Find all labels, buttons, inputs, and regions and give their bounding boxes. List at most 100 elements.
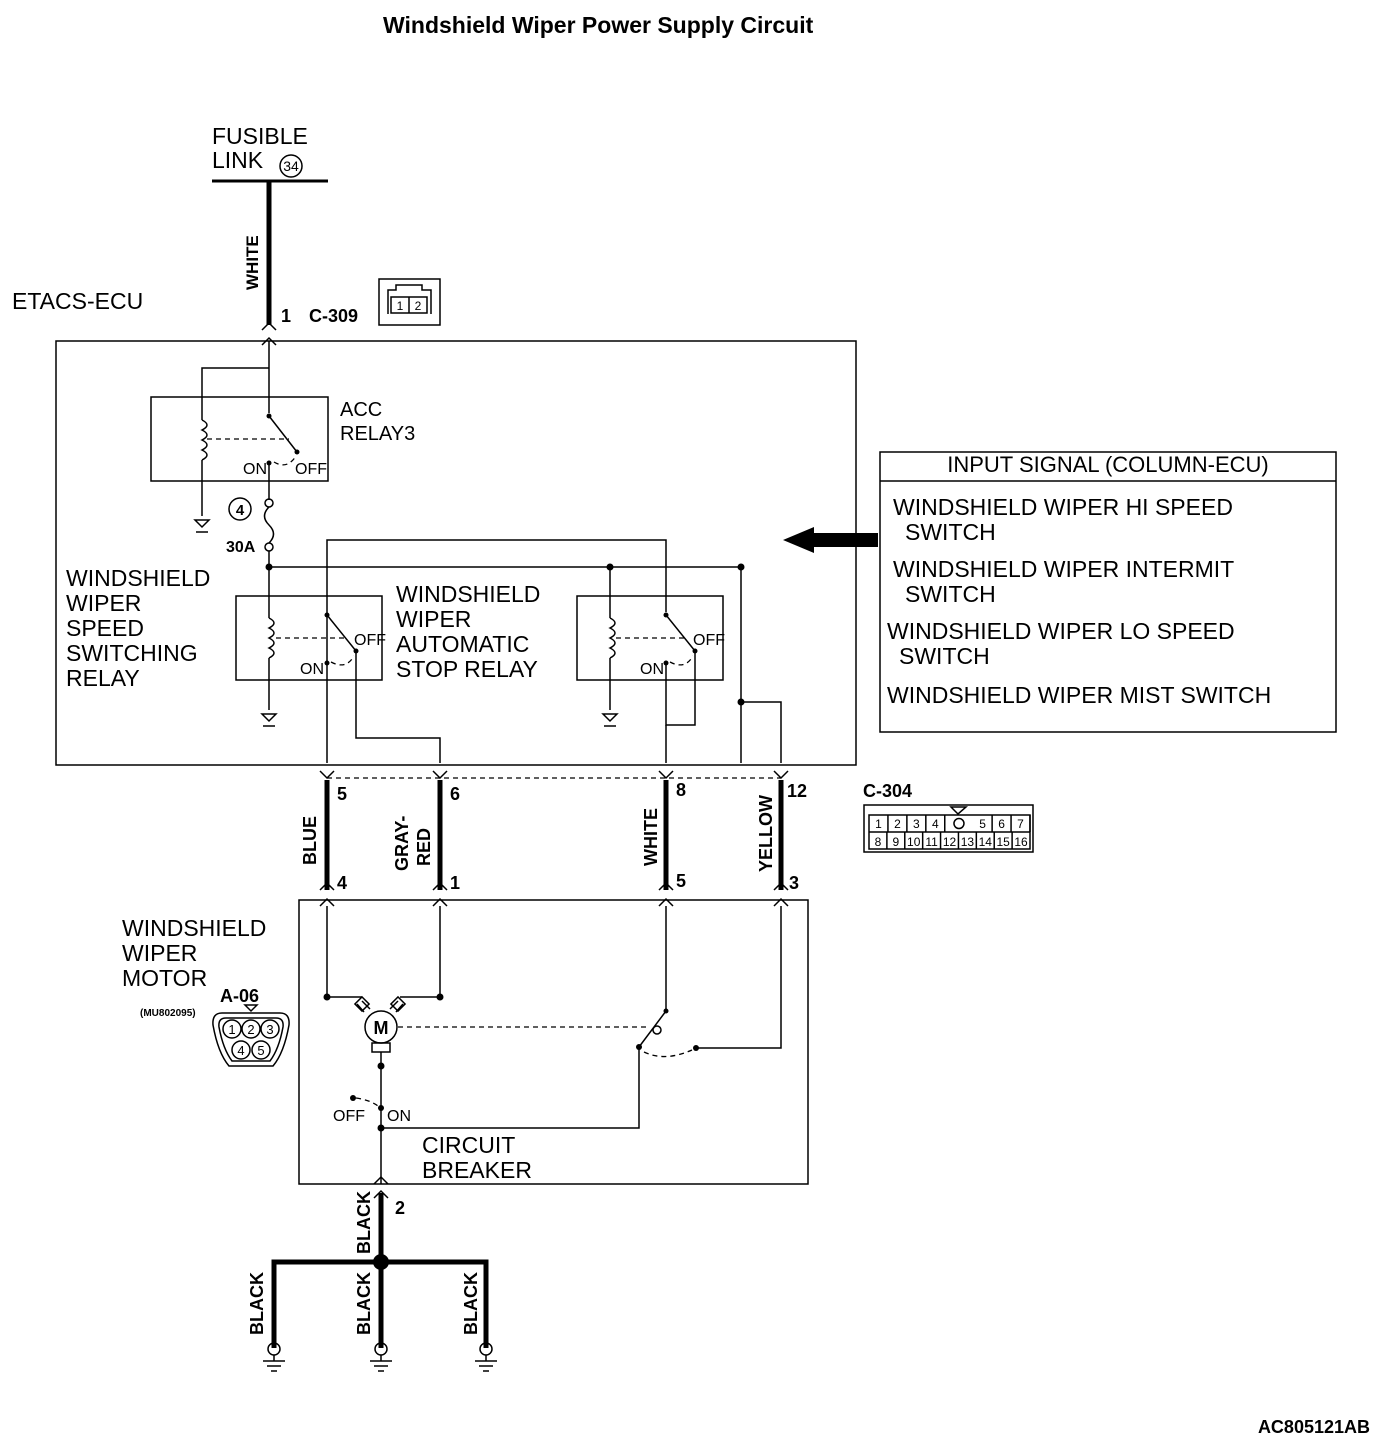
a06-pin-label-4: 4 — [237, 1043, 244, 1058]
acc-relay-box — [150, 396, 329, 482]
a06-pin-2 — [241, 1019, 261, 1039]
motor-box — [298, 899, 809, 1185]
stop-relay-off: OFF — [693, 632, 725, 649]
c309-pin-1: 1 — [397, 299, 404, 313]
c304-cell-2: 2 — [894, 817, 901, 831]
acc-relay-label-2: RELAY3 — [340, 423, 415, 445]
c304-cell-14: 14 — [979, 835, 993, 849]
wire-speed-relay-off — [355, 651, 441, 763]
c304-cell-1: 1 — [875, 817, 882, 831]
c304-cell-12: 12 — [943, 835, 957, 849]
fuse-number: 4 — [236, 502, 245, 519]
ground-icon-right — [475, 1342, 497, 1372]
wire-black-branches — [271, 1259, 489, 1348]
wire-label-blue: BLUE — [300, 816, 320, 865]
c304-cell-3: 3 — [913, 817, 920, 831]
input-signal-item-3-line-2: SWITCH — [899, 643, 990, 669]
motor-label-1: WINDSHIELD — [122, 915, 266, 941]
wire-label-gray-red-1: GRAY- — [392, 816, 412, 871]
fusible-link-label-1: FUSIBLE — [212, 123, 308, 149]
speed-relay-switch-arm — [326, 614, 357, 652]
fuse-terminal-top — [264, 498, 274, 508]
c309-name-label: C-309 — [309, 306, 358, 326]
c304-cell-11: 11 — [925, 835, 938, 849]
wire-label-white-top: WHITE — [243, 235, 262, 290]
a06-pin-label-5: 5 — [257, 1043, 264, 1058]
speed-relay-label-5: RELAY — [66, 665, 140, 691]
ground-icon-mid — [370, 1342, 392, 1372]
fusible-link-label-2: LINK — [212, 147, 264, 173]
a06-pin-label-3: 3 — [266, 1022, 273, 1037]
stop-relay-ground-icon — [601, 713, 619, 727]
acc-relay-on: ON — [243, 461, 267, 478]
wire-label-gray-red-2: RED — [414, 828, 434, 866]
speed-relay-label-3: SPEED — [66, 615, 144, 641]
breaker-on: ON — [387, 1108, 411, 1125]
input-signal-box — [879, 451, 1337, 733]
breaker-off: OFF — [333, 1108, 365, 1125]
wire-breaker-return — [381, 1047, 640, 1129]
stop-relay-on: ON — [640, 661, 664, 678]
stop-relay-label-4: STOP RELAY — [396, 656, 538, 682]
motor-part-number: (MU802095) — [140, 1008, 196, 1019]
a06-pin-label-1: 1 — [228, 1022, 235, 1037]
wire-acc-coil — [201, 367, 269, 420]
c304-cell-5: 5 — [979, 817, 986, 831]
c309-pin-label: 1 — [281, 306, 291, 326]
speed-relay-label-2: WIPER — [66, 590, 141, 616]
wire-label-black-mid: BLACK — [354, 1272, 374, 1335]
c304-cell-7: 7 — [1017, 817, 1024, 831]
diagram-title: Windshield Wiper Power Supply Circuit — [383, 12, 814, 38]
a06-pin-label-2: 2 — [247, 1022, 254, 1037]
motor-connector-name: A-06 — [220, 986, 259, 1006]
stop-relay-label-1: WINDSHIELD — [396, 581, 540, 607]
a06-pin-3 — [260, 1019, 280, 1039]
fuse-rating: 30A — [226, 539, 256, 556]
c304-pin-5: 5 — [337, 784, 347, 804]
wire-yellow-internal — [741, 701, 782, 763]
wire-label-yellow: YELLOW — [756, 795, 776, 872]
a06-pin-1 — [222, 1019, 242, 1039]
acc-relay-off: OFF — [295, 461, 327, 478]
c304-cell-9: 9 — [892, 835, 899, 849]
speed-relay-ground-icon — [260, 713, 278, 727]
motor-pin-5: 5 — [676, 871, 686, 891]
stop-relay-label-3: AUTOMATIC — [396, 631, 529, 657]
c304-name-label: C-304 — [863, 781, 912, 801]
stop-relay-switch-arm — [665, 614, 696, 652]
breaker-label-2: BREAKER — [422, 1157, 532, 1183]
c309-pin-2: 2 — [415, 299, 422, 313]
input-signal-item-1-line-2: SWITCH — [905, 519, 996, 545]
c309-connector-symbol: 1 2 — [378, 278, 441, 326]
input-signal-item-2-line-2: SWITCH — [905, 581, 996, 607]
motor-symbol: M — [374, 1018, 389, 1038]
acc-relay-coil-icon — [200, 419, 208, 461]
c304-key-cavity — [953, 817, 965, 830]
stop-relay-coil-icon — [608, 617, 616, 659]
motor-connector-marks — [319, 881, 789, 907]
input-signal-item-4-line-1: WINDSHIELD WIPER MIST SWITCH — [887, 682, 1271, 708]
acc-ground-icon — [193, 519, 211, 533]
motor-label-3: MOTOR — [122, 965, 207, 991]
motor-pin-2: 2 — [395, 1198, 405, 1218]
ecu-box — [55, 340, 857, 766]
motor-pin-1: 1 — [450, 873, 460, 893]
connector-mark-c309-a — [261, 321, 277, 331]
fusible-link-number-circle — [279, 154, 303, 178]
c304-cell-16: 16 — [1014, 835, 1028, 849]
input-signal-item-3-line-1: WINDSHIELD WIPER LO SPEED — [887, 618, 1235, 644]
speed-relay-on: ON — [300, 661, 324, 678]
c304-pin-6: 6 — [450, 784, 460, 804]
connector-mark-c309-b — [261, 336, 277, 346]
c304-cell-13: 13 — [961, 835, 975, 849]
speed-relay-label-1: WINDSHIELD — [66, 565, 210, 591]
input-signal-arrow-icon — [783, 527, 878, 553]
wire-stop-relay-loop — [665, 651, 696, 726]
c304-cell-15: 15 — [996, 835, 1010, 849]
speed-relay-off: OFF — [354, 632, 386, 649]
motor-label-2: WIPER — [122, 940, 197, 966]
input-signal-title: INPUT SIGNAL (COLUMN-ECU) — [947, 452, 1268, 477]
